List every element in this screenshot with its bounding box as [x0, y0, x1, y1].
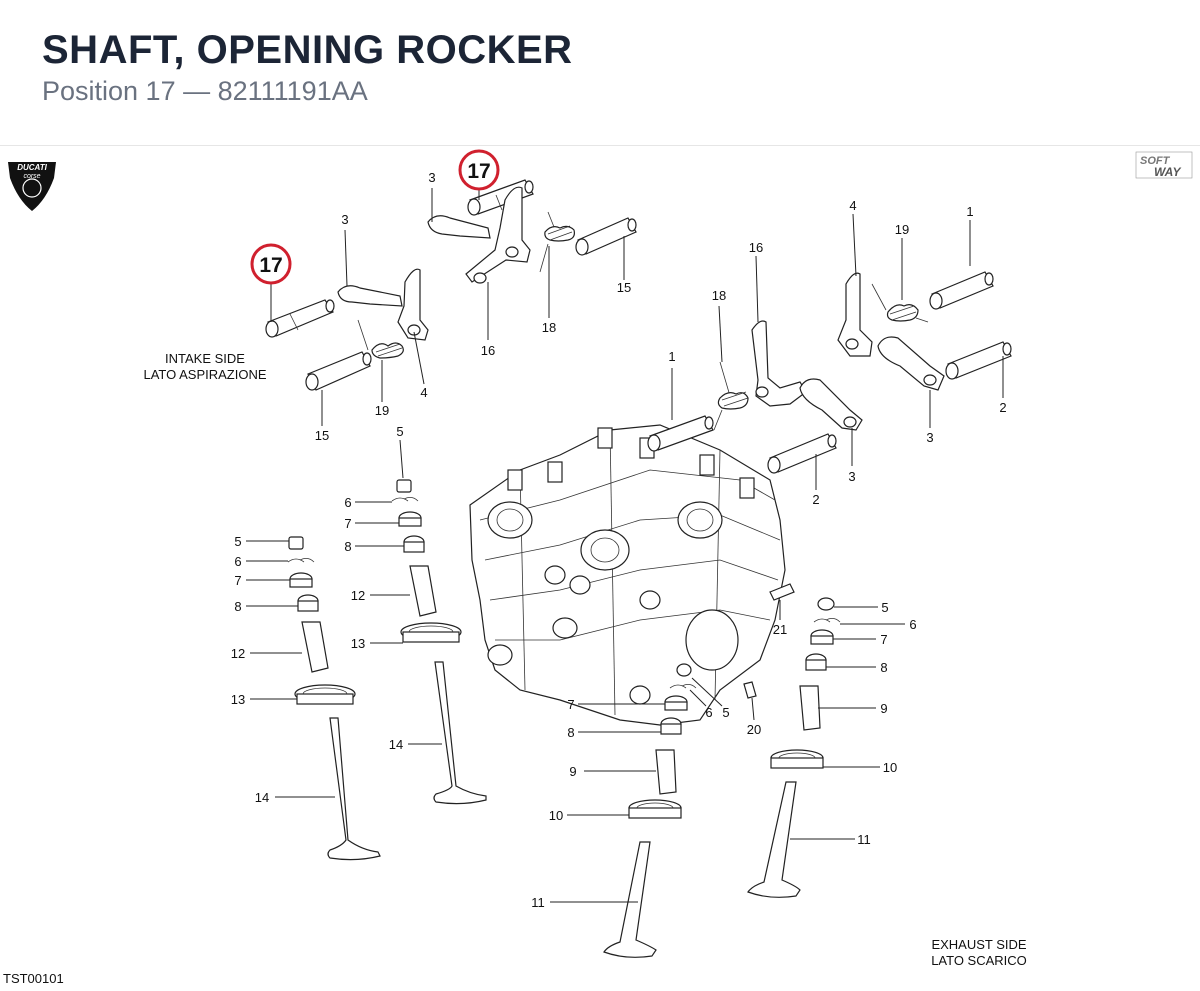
callout-15-a: 15 [617, 280, 631, 295]
shaft-1-right [929, 271, 994, 310]
callout-labels: 3 3 17 17 15 18 16 4 19 15 4 1 19 16 18 … [231, 160, 1007, 910]
callout-18-b: 18 [712, 288, 726, 303]
callout-7-a: 7 [234, 573, 241, 588]
callout-6-a: 6 [234, 554, 241, 569]
callout-17-left: 17 [259, 254, 282, 277]
ducati-corse-logo: DUCATI corse [8, 162, 56, 211]
callout-19-b: 19 [895, 222, 909, 237]
stud-20 [743, 681, 757, 699]
spring-18-center [713, 361, 749, 431]
highlight-rings [250, 149, 500, 285]
rocker-shaft-17-left [265, 299, 335, 338]
callout-1-b: 1 [668, 349, 675, 364]
spring-19-left [357, 319, 404, 359]
callout-21: 21 [773, 622, 787, 637]
callout-8-d: 8 [880, 660, 887, 675]
spring-19-right [871, 283, 929, 323]
spring-18-upper [539, 211, 575, 273]
cylinder-head [469, 424, 786, 726]
logo-brand: DUCATI [17, 163, 47, 172]
shaft-2-center [767, 433, 837, 474]
side-labels: INTAKE SIDE LATO ASPIRAZIONE EXHAUST SID… [143, 351, 1026, 968]
callout-20: 20 [747, 722, 761, 737]
callout-10-a: 10 [549, 808, 563, 823]
callout-4-b: 4 [849, 198, 856, 213]
softway-top: SOFT [1140, 155, 1171, 167]
callout-14-a: 14 [255, 790, 269, 805]
shaft-1-center [647, 415, 714, 452]
drawing-code: TST00101 [3, 971, 64, 986]
exhaust-rocker-group [647, 271, 1012, 474]
callout-12-a: 12 [231, 646, 245, 661]
intake-label-it: LATO ASPIRAZIONE [143, 367, 266, 382]
callout-17-upper: 17 [467, 160, 490, 183]
exhaust-label-en: EXHAUST SIDE [931, 937, 1026, 952]
callout-9-b: 9 [880, 701, 887, 716]
intake-valve-left [287, 536, 381, 861]
callout-5-c: 5 [722, 705, 729, 720]
softway-logo: SOFT WAY [1135, 151, 1193, 179]
callout-10-b: 10 [883, 760, 897, 775]
callout-3-c: 3 [926, 430, 933, 445]
callout-6-d: 6 [909, 617, 916, 632]
exhaust-valve-center [603, 663, 697, 958]
leader-lines [246, 188, 1004, 903]
callout-14-b: 14 [389, 737, 403, 752]
callout-9-a: 9 [569, 764, 576, 779]
callout-3-d: 3 [848, 469, 855, 484]
callout-3-b: 3 [341, 212, 348, 227]
intake-label-en: INTAKE SIDE [165, 351, 245, 366]
exhaust-label-it: LATO SCARICO [931, 953, 1027, 968]
callout-4-a: 4 [420, 385, 427, 400]
callout-2-b: 2 [812, 492, 819, 507]
callout-16-a: 16 [481, 343, 495, 358]
callout-11-b: 11 [857, 832, 871, 847]
exploded-parts-diagram: DUCATI corse SOFT WAY [8, 149, 1193, 968]
page-header: SHAFT, OPENING ROCKER Position 17 — 8211… [0, 0, 1200, 146]
callout-7-b: 7 [344, 516, 351, 531]
callout-5-d: 5 [881, 600, 888, 615]
callout-8-b: 8 [344, 539, 351, 554]
intake-valve-right [391, 479, 487, 805]
callout-7-d: 7 [880, 632, 887, 647]
shaft-15-upper [575, 217, 637, 256]
callout-7-c: 7 [567, 697, 574, 712]
callout-2-a: 2 [999, 400, 1006, 415]
page-title: SHAFT, OPENING ROCKER [42, 28, 573, 72]
shaft-15-left [305, 351, 372, 391]
highlight-ring-left [250, 243, 292, 285]
callout-5-b: 5 [396, 424, 403, 439]
callout-12-b: 12 [351, 588, 365, 603]
callout-8-a: 8 [234, 599, 241, 614]
softway-bottom: WAY [1154, 165, 1181, 179]
exhaust-valve-right [747, 597, 841, 898]
shaft-2-right [945, 341, 1012, 380]
callout-6-c: 6 [705, 705, 712, 720]
callout-16-b: 16 [749, 240, 763, 255]
highlight-ring-right [458, 149, 500, 191]
callout-8-c: 8 [567, 725, 574, 740]
callout-5-a: 5 [234, 534, 241, 549]
callout-1-a: 1 [966, 204, 973, 219]
callout-19-a: 19 [375, 403, 389, 418]
logo-sub: corse [23, 173, 40, 180]
callout-6-b: 6 [344, 495, 351, 510]
stud-21 [769, 583, 795, 601]
callout-13-a: 13 [231, 692, 245, 707]
callout-18-a: 18 [542, 320, 556, 335]
page-subtitle: Position 17 — 82111191AA [42, 76, 368, 106]
intake-rocker-group [265, 179, 637, 391]
callout-3-a: 3 [428, 170, 435, 185]
callout-11-a: 11 [531, 895, 545, 910]
callout-15-b: 15 [315, 428, 329, 443]
callout-13-b: 13 [351, 636, 365, 651]
